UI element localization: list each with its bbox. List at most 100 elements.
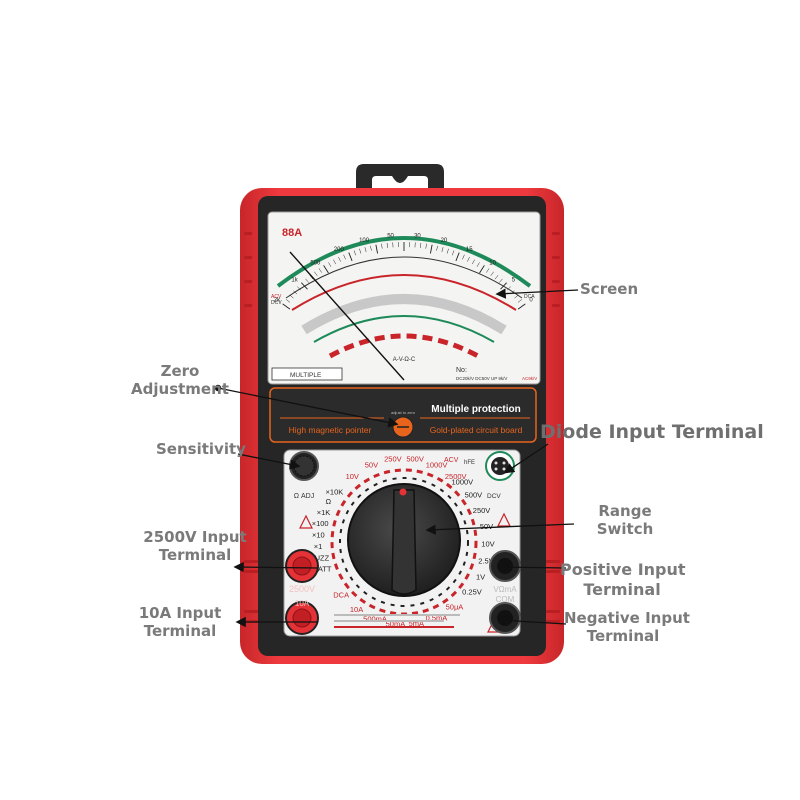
callout-negative: Negative Input Terminal <box>564 609 690 645</box>
dial-dca-range: 10A <box>350 605 363 614</box>
scale-tick <box>500 282 508 290</box>
dial-dcv-range: 500V <box>465 491 483 500</box>
scale-tick <box>343 254 346 260</box>
scale-number: 200 <box>334 247 345 253</box>
scale-tick <box>490 271 494 276</box>
scale-side-dcv: DCV <box>271 300 282 306</box>
scale-tick <box>446 248 449 254</box>
dial-acv-range: 2500V <box>445 472 467 481</box>
scale-tick <box>353 250 356 256</box>
callout-2500v-line1: 2500V Input <box>143 528 247 546</box>
dial-acv-range: 250V <box>384 455 402 464</box>
dial-dcv-range: 1V <box>476 573 485 582</box>
scale-tick <box>305 278 309 283</box>
scale-tick <box>348 252 353 262</box>
dial-dcv-range: 10V <box>481 539 494 548</box>
warning-icon <box>299 514 313 529</box>
callout-2500v: 2500V Input Terminal <box>140 528 250 564</box>
dial-acv-range: 1000V <box>426 461 448 470</box>
dial-dcv-range: 50V <box>480 522 493 531</box>
dial-ohm-label: BUZZ <box>310 553 330 562</box>
scale-tick <box>386 242 388 248</box>
dial-dcv-range: 250V <box>473 506 491 515</box>
dial-dca-range: DCA <box>333 591 349 600</box>
callout-diode: Diode Input Terminal <box>540 421 764 443</box>
arrow-screen <box>495 288 579 299</box>
scale-tick <box>499 278 503 283</box>
dial-acv-range: 50V <box>365 461 378 470</box>
scale-tick <box>472 259 475 265</box>
scale-tick <box>436 245 438 251</box>
scale-tick <box>486 268 490 273</box>
dial-ohm-label: ×1 <box>314 542 323 551</box>
jack-2500v-label: 2500V <box>289 584 315 594</box>
scale-tick <box>318 268 322 273</box>
arrow-range <box>425 523 575 535</box>
scale-number: 0 <box>529 298 533 304</box>
callout-zero-line1: Zero <box>160 362 200 380</box>
dial-acv-range: 500V <box>406 455 424 464</box>
dial-dcv-label: DCV <box>487 493 501 500</box>
banner-left-text: High magnetic pointer <box>289 425 372 435</box>
banner-right-text: Gold-plated circuit board <box>430 425 523 435</box>
scale-tick <box>452 250 455 256</box>
arrow-zero <box>214 384 399 428</box>
scale-tick <box>506 286 511 291</box>
scale-tick <box>429 244 433 254</box>
callout-2500v-line2: Terminal <box>158 546 232 564</box>
dial-dca-range: 0.5mA <box>426 613 448 622</box>
callout-arrows <box>214 288 579 628</box>
hfe-socket[interactable] <box>485 451 515 481</box>
scale-number: 20 <box>441 238 448 244</box>
callout-positive-line1: Positive Input <box>560 560 686 579</box>
dial-ohm-label: BATT <box>313 565 332 574</box>
scale-tick <box>381 243 383 249</box>
scale-number: 30 <box>414 234 421 240</box>
scale-tick <box>285 299 291 303</box>
scale-number: 500 <box>310 260 321 266</box>
jack-10a-label: 10A <box>295 599 310 608</box>
callout-range-line1: Range <box>598 502 652 520</box>
scale-tick <box>455 252 460 262</box>
dial-dca-range: 50mA <box>386 620 406 629</box>
scale-tick <box>328 262 332 267</box>
scale-number: 1k <box>291 277 298 283</box>
range-pointer-dot <box>399 488 407 496</box>
scale-tick <box>293 290 298 295</box>
arrow-negative <box>497 615 567 626</box>
sensitivity-knob[interactable]: Ω ADJ <box>289 451 319 500</box>
scale-tick <box>517 299 523 303</box>
jack-positive-label: VΩmA <box>493 585 517 594</box>
scale-tick <box>370 245 372 251</box>
jack-positive[interactable]: VΩmA <box>489 550 521 594</box>
scale-number: 5 <box>512 277 516 283</box>
arrow-sensitivity <box>237 453 301 470</box>
scale-number: 10 <box>489 260 496 266</box>
scale-tick <box>338 256 341 262</box>
scale-no-label: No: <box>456 367 467 374</box>
scale-tick <box>514 294 519 299</box>
jack-negative-label: COM <box>496 595 515 604</box>
callout-zero-adjustment: Zero Adjustment <box>130 362 230 398</box>
warning-icon <box>497 512 511 527</box>
scale-ticks <box>282 242 526 310</box>
scale-tick <box>289 294 294 299</box>
scale-tick <box>282 303 291 310</box>
scale-side-dca: DCA <box>524 294 535 300</box>
scale-dc-note: DC20k/V DC50V UP 9k/V <box>456 376 507 381</box>
jack-2500v[interactable]: 2500V <box>285 549 319 594</box>
scale-number: 2k <box>274 298 281 304</box>
dial-ohm-label: ×100 <box>312 519 329 528</box>
range-switch-knob[interactable] <box>347 483 461 597</box>
scale-number: 50 <box>387 234 394 240</box>
dial-dca-range: 500mA <box>363 615 387 624</box>
arrow-positive <box>497 561 567 573</box>
callout-10a-line1: 10A Input <box>138 604 222 622</box>
scale-tick <box>375 244 379 254</box>
scale-tick <box>517 303 526 310</box>
callout-positive-line2: Terminal <box>583 580 661 599</box>
scale-tick <box>364 247 367 253</box>
scale-tick <box>359 248 362 254</box>
callout-sensitivity: Sensitivity <box>156 440 246 458</box>
